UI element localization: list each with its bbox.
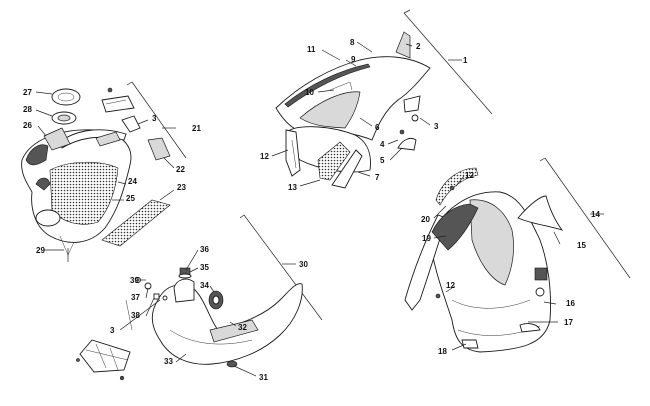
callout-23: 23 — [177, 183, 186, 192]
callout-33: 33 — [164, 357, 173, 366]
callout-15: 15 — [577, 241, 586, 250]
callout-22: 22 — [176, 165, 185, 174]
vent-grille-20 — [435, 167, 479, 206]
callout-24: 24 — [128, 177, 137, 186]
grille-mesh-23 — [101, 199, 171, 247]
callout-19: 19 — [422, 234, 431, 243]
callout-34: 34 — [200, 281, 209, 290]
leader-lines-lower-right — [433, 175, 561, 351]
callout-20: 20 — [421, 215, 430, 224]
callout-9: 9 — [351, 55, 356, 64]
callout-35: 35 — [200, 263, 209, 272]
mounting-bracket — [79, 339, 131, 373]
leader-lines-left — [35, 91, 175, 251]
callout-12-right-top: 12 — [465, 171, 474, 180]
trim-piece-2 — [395, 31, 411, 59]
callout-1: 1 — [463, 56, 468, 65]
callout-27: 27 — [23, 88, 32, 97]
callout-11: 11 — [307, 45, 316, 54]
callout-4: 4 — [380, 140, 385, 149]
belly-pan-assembly — [76, 214, 323, 381]
callout-labels: 1 2 3 4 5 6 7 8 9 10 11 12 13 14 15 16 1… — [23, 38, 600, 382]
callout-37: 37 — [131, 293, 140, 302]
side-trim-22 — [147, 137, 171, 161]
callout-6: 6 — [375, 123, 380, 132]
callout-21: 21 — [192, 124, 201, 133]
callout-7: 7 — [375, 173, 380, 182]
grille-mesh-13 — [317, 141, 351, 181]
callout-29: 29 — [36, 246, 45, 255]
leader-lines-upper — [271, 41, 431, 187]
filler-cap-27 — [51, 88, 81, 106]
callout-16: 16 — [566, 299, 575, 308]
callout-39: 39 — [130, 276, 139, 285]
callout-25: 25 — [126, 194, 135, 203]
callout-18: 18 — [438, 347, 447, 356]
callout-13: 13 — [288, 183, 297, 192]
upper-side-panel-assembly — [275, 9, 493, 189]
callout-3-left: 3 — [152, 114, 157, 123]
belly-pan — [151, 283, 303, 365]
callout-31: 31 — [259, 373, 268, 382]
callout-5: 5 — [380, 156, 385, 165]
callout-3-bottom: 3 — [110, 326, 115, 335]
callout-38: 38 — [131, 311, 140, 320]
upper-flap — [517, 195, 564, 231]
callout-26: 26 — [23, 121, 32, 130]
callout-28: 28 — [23, 105, 32, 114]
callout-32: 32 — [238, 323, 247, 332]
callout-3: 3 — [434, 122, 439, 131]
callout-8: 8 — [350, 38, 355, 47]
callout-30: 30 — [299, 260, 308, 269]
windscreen-26 — [43, 127, 71, 151]
callout-12-right-bottom: 12 — [446, 281, 455, 290]
callout-17: 17 — [564, 318, 573, 327]
callout-10: 10 — [305, 88, 314, 97]
callout-12-upper: 12 — [260, 152, 269, 161]
side-panel-assembly — [404, 157, 631, 353]
callout-14: 14 — [591, 210, 600, 219]
leader-lines-bottom — [119, 249, 257, 377]
front-nose-assembly — [21, 81, 187, 262]
callout-36: 36 — [200, 245, 209, 254]
vent-19 — [431, 203, 479, 251]
callout-2: 2 — [416, 42, 421, 51]
